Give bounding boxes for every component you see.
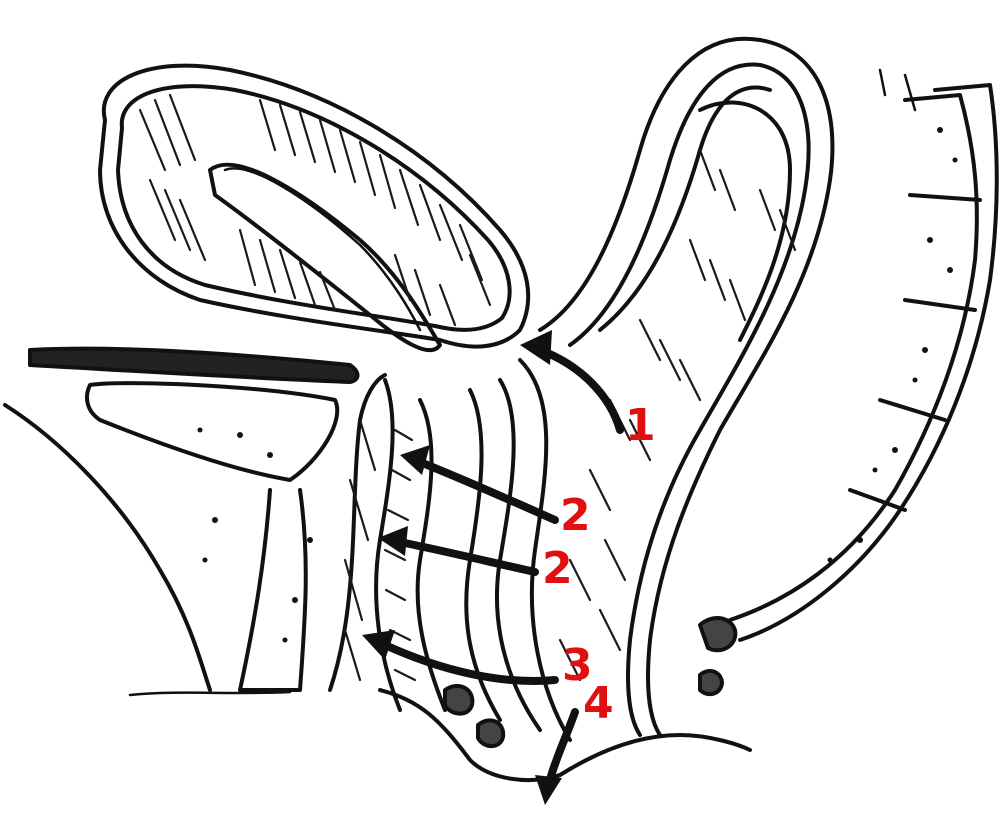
arrow-3: [362, 630, 559, 685]
marker-4-label: 4: [583, 678, 614, 729]
upper-organ: [98, 63, 531, 353]
perineum: [378, 68, 917, 782]
sacrum-vertebrae: [698, 83, 999, 697]
pubic-stipple: [197, 427, 313, 643]
arrow-1: [520, 330, 624, 434]
marker-3-label: 3: [562, 640, 593, 691]
pubic-region: [3, 346, 387, 697]
arrow-2-lower: [378, 526, 539, 576]
rectum: [538, 36, 835, 737]
arrow-4: [535, 708, 579, 805]
rectum-hatching: [558, 148, 797, 682]
marker-2-lower-label: 2: [542, 543, 573, 594]
marker-1-label: 1: [625, 400, 656, 451]
marker-2-upper-label: 2: [560, 490, 591, 541]
arrow-2-upper: [400, 445, 559, 524]
sacrum-stipple: [827, 127, 958, 563]
upper-organ-hatching: [138, 93, 492, 327]
